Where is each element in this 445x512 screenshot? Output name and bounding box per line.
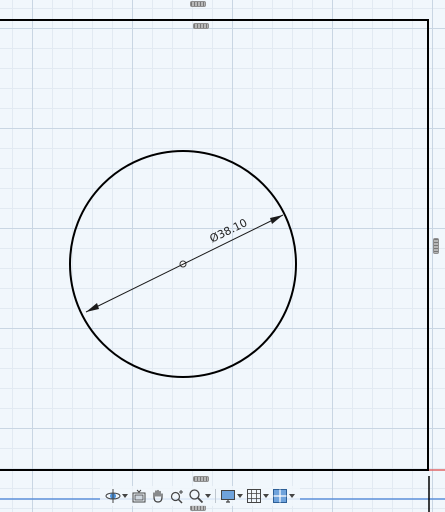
sketch-rectangle[interactable] [0, 19, 429, 471]
sketch-circle[interactable] [69, 150, 297, 378]
display-settings-icon [221, 490, 235, 503]
fit-button[interactable] [187, 487, 212, 505]
diameter-dimension-line[interactable] [85, 214, 284, 313]
viewports-icon [273, 489, 287, 503]
display-settings-button[interactable] [219, 487, 244, 505]
dimension-arrow-start [86, 303, 99, 312]
chevron-down-icon [237, 494, 243, 498]
toolbar-separator [215, 489, 216, 503]
grid-settings-icon [247, 489, 261, 503]
look-at-button[interactable] [130, 487, 148, 505]
pan-button[interactable] [149, 487, 167, 505]
zoom-window-icon [170, 490, 183, 504]
chevron-down-icon [263, 494, 269, 498]
chevron-down-icon [289, 494, 295, 498]
right-edge-handle[interactable] [433, 238, 439, 254]
orbit-button[interactable] [104, 487, 129, 505]
bottom-edge-handle[interactable] [193, 476, 209, 482]
chevron-down-icon [122, 494, 128, 498]
fit-zoom-icon [189, 489, 204, 504]
top-panel-handle[interactable] [190, 1, 206, 7]
diameter-dimension-label[interactable]: Ø38.10 [208, 216, 250, 245]
chevron-down-icon [205, 494, 211, 498]
zoom-button[interactable] [168, 487, 186, 505]
top-edge-handle[interactable] [193, 23, 209, 29]
look-at-icon [132, 489, 146, 503]
navigation-toolbar [100, 486, 300, 506]
dimension-arrow-end [270, 215, 283, 224]
grid-settings-button[interactable] [245, 487, 270, 505]
pan-hand-icon [153, 489, 163, 503]
orbit-icon [105, 489, 121, 503]
viewports-button[interactable] [271, 487, 296, 505]
